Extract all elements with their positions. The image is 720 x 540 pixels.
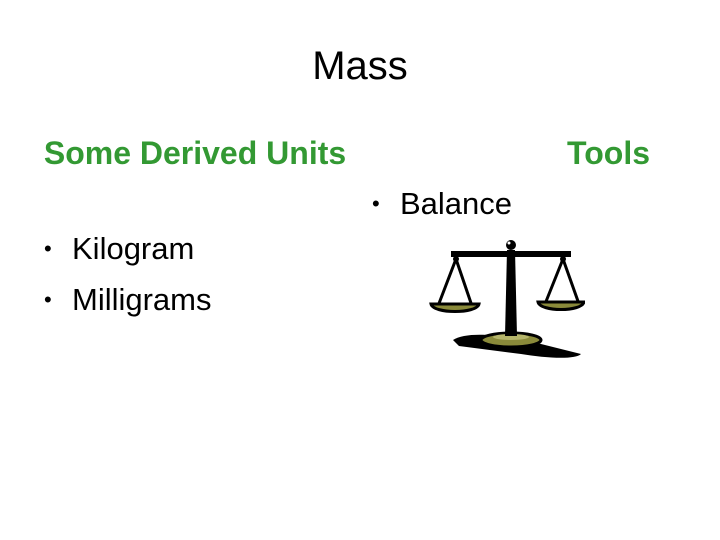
left-bullet-list: • Kilogram • Milligrams (44, 223, 212, 325)
right-pan (536, 300, 585, 311)
right-pan-strings (543, 258, 581, 305)
left-column-heading: Some Derived Units (43, 135, 347, 171)
bullet-icon: • (44, 236, 52, 261)
right-column-heading: Tools (567, 135, 650, 171)
left-pan (429, 302, 481, 313)
list-item-text: Kilogram (72, 231, 195, 266)
list-item: • Kilogram (44, 223, 212, 274)
list-item: • Milligrams (44, 274, 212, 325)
left-pan-strings (436, 258, 474, 307)
slide-title: Mass (312, 44, 408, 88)
right-bullet-list: • Balance (372, 178, 512, 229)
scale-column (505, 250, 517, 336)
list-item: • Balance (372, 178, 512, 229)
scale-beam (451, 251, 571, 257)
list-item-text: Balance (400, 186, 513, 221)
bullet-icon: • (372, 191, 380, 216)
list-item-text: Milligrams (72, 282, 212, 317)
scale-knob (506, 240, 516, 250)
balance-scale-icon (429, 240, 585, 358)
bullet-icon: • (44, 287, 52, 312)
